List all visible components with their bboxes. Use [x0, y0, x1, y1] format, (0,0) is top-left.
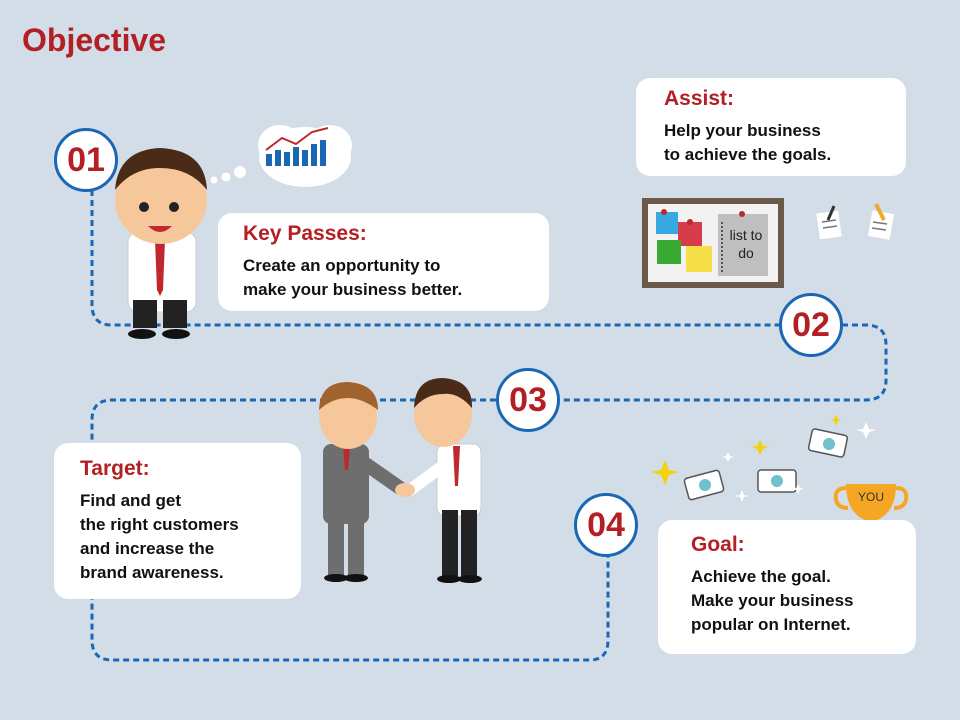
step-02-heading: Assist:	[664, 87, 735, 110]
step-01-badge: 01	[54, 128, 118, 192]
page-title: Objective	[22, 22, 167, 58]
step-04-heading: Goal:	[691, 533, 745, 556]
step-01-body: Create an opportunity to make your busin…	[243, 256, 463, 299]
step-03-badge: 03	[496, 368, 560, 432]
step-03-heading: Target:	[80, 457, 150, 480]
board-note-text: list to do	[729, 227, 763, 261]
step-02-body: Help your business to achieve the goals.	[664, 121, 832, 164]
step-02-badge: 02	[779, 293, 843, 357]
trophy-label: YOU	[857, 490, 884, 504]
step-03-card: Target: Find and get the right customers…	[54, 443, 301, 599]
step-04-card: Goal: Achieve the goal. Make your busine…	[658, 520, 916, 654]
step-03-body: Find and get the right customers and inc…	[80, 491, 239, 582]
step-01-card: Key Passes: Create an opportunity to mak…	[218, 213, 549, 311]
step-01-heading: Key Passes:	[243, 222, 367, 245]
step-04-body: Achieve the goal. Make your business pop…	[691, 567, 854, 634]
step-04-badge: 04	[574, 493, 638, 557]
step-02-card: Assist: Help your business to achieve th…	[636, 78, 906, 176]
